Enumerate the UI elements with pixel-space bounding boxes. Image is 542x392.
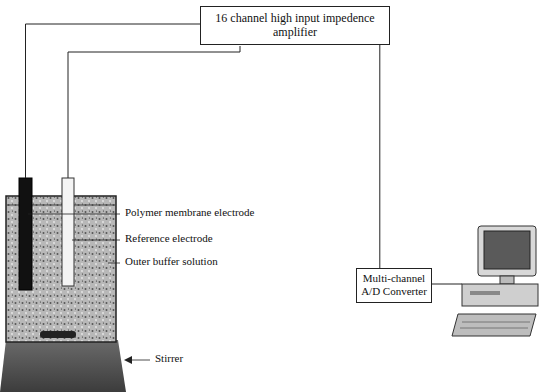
stirrer-base (0, 340, 126, 392)
leader-line (72, 240, 120, 241)
signal-wire (379, 45, 380, 268)
reference-electrode (62, 178, 74, 286)
data-cable (432, 284, 462, 285)
arrowhead (124, 356, 132, 364)
part-label: Polymer membrane electrode (124, 206, 256, 219)
computer-icon (452, 226, 538, 336)
part-label: Outer buffer solution (124, 255, 219, 268)
box-text: 16 channel high input impedence amplifie… (205, 11, 385, 40)
electrode-wire (68, 46, 240, 178)
polymer-membrane-electrode (19, 178, 32, 290)
electrode-wire (26, 24, 201, 178)
converter-box: Multi-channel A/D Converter (356, 268, 432, 303)
amplifier-box: 16 channel high input impedence amplifie… (200, 6, 390, 45)
part-label: Stirrer (154, 352, 184, 365)
box-text: Multi-channel A/D Converter (360, 272, 428, 298)
part-label: Reference electrode (124, 232, 214, 245)
stir-bar (40, 331, 76, 338)
leader-line (108, 263, 120, 264)
leader-line (28, 214, 120, 215)
